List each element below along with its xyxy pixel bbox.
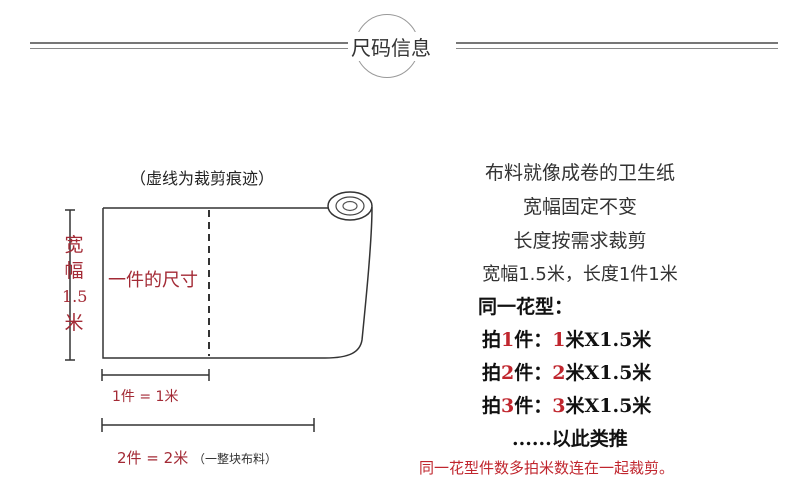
fabric-outline xyxy=(102,207,345,359)
width-label-value: 1.5 xyxy=(62,287,88,306)
two-piece-label: 2件 = 2米 （一整块布料） xyxy=(117,447,277,468)
roll-middle-ring xyxy=(335,196,365,216)
header-rule-right-top xyxy=(456,42,778,44)
piece-size-label: 一件的尺寸 xyxy=(108,270,198,291)
page-title: 尺码信息 xyxy=(349,32,433,61)
etc-line: ......以此类推 xyxy=(512,428,628,450)
example-row-1: 拍1件：1米X1.5米 xyxy=(482,329,652,351)
one-piece-label: 1件 = 1米 xyxy=(112,389,179,405)
width-label-char-2: 幅 xyxy=(64,260,84,282)
roll-outer-ring xyxy=(327,191,373,221)
two-piece-note: （一整块布料） xyxy=(192,452,277,466)
header-rule-right-bottom xyxy=(456,48,778,49)
cut-together-warning: 同一花型件数多拍米数连在一起裁剪。 xyxy=(419,459,675,477)
width-label-char-1: 宽 xyxy=(64,234,84,256)
info-line-1: 布料就像成卷的卫生纸 xyxy=(484,162,675,184)
example-row-2: 拍2件：2米X1.5米 xyxy=(482,362,652,384)
example-row-3: 拍3件：3米X1.5米 xyxy=(482,395,652,417)
two-piece-text: 2件 = 2米 xyxy=(117,449,189,467)
width-label-unit: 米 xyxy=(64,312,84,334)
dashed-line-note: （虚线为裁剪痕迹） xyxy=(130,169,275,188)
info-line-3: 长度按需求裁剪 xyxy=(513,230,647,252)
info-line-2: 宽幅固定不变 xyxy=(522,196,637,218)
info-line-4: 宽幅1.5米，长度1件1米 xyxy=(482,264,678,285)
roll-curl-edge xyxy=(324,206,373,359)
header-rule-left-bottom xyxy=(30,48,348,49)
same-pattern-heading: 同一花型： xyxy=(478,296,574,318)
roll-inner-ring xyxy=(342,200,358,212)
header-rule-left-top xyxy=(30,42,348,44)
